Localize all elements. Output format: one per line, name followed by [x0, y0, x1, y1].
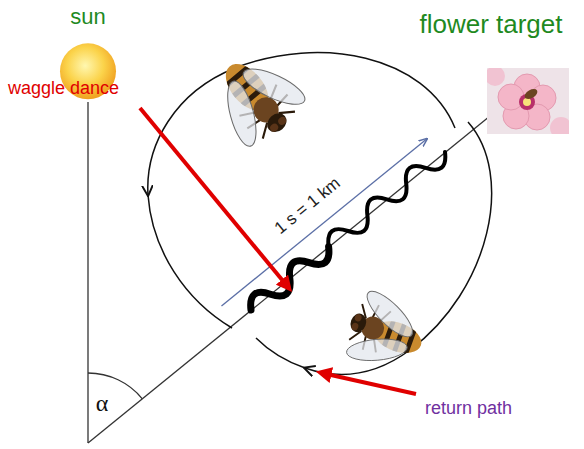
- waggle-run: [251, 152, 446, 310]
- dance-loop: [148, 195, 232, 328]
- callout-label: waggle dance: [8, 78, 119, 99]
- flower-target-node: flower target: [402, 10, 580, 44]
- callout-arrow: [140, 108, 288, 287]
- return-loop: [256, 338, 305, 368]
- flower-picture: [485, 66, 572, 139]
- distance-arrow: [222, 139, 428, 306]
- bee: [337, 281, 435, 384]
- node-title: sun: [70, 4, 105, 29]
- angle-label: α: [96, 390, 109, 418]
- sun-direction-line: [87, 102, 88, 443]
- flower-direction-line: [88, 116, 490, 443]
- bee: [195, 37, 318, 158]
- callout-arrow: [322, 373, 416, 394]
- node-title: flower target: [419, 10, 562, 40]
- callout-label: return path: [425, 398, 512, 419]
